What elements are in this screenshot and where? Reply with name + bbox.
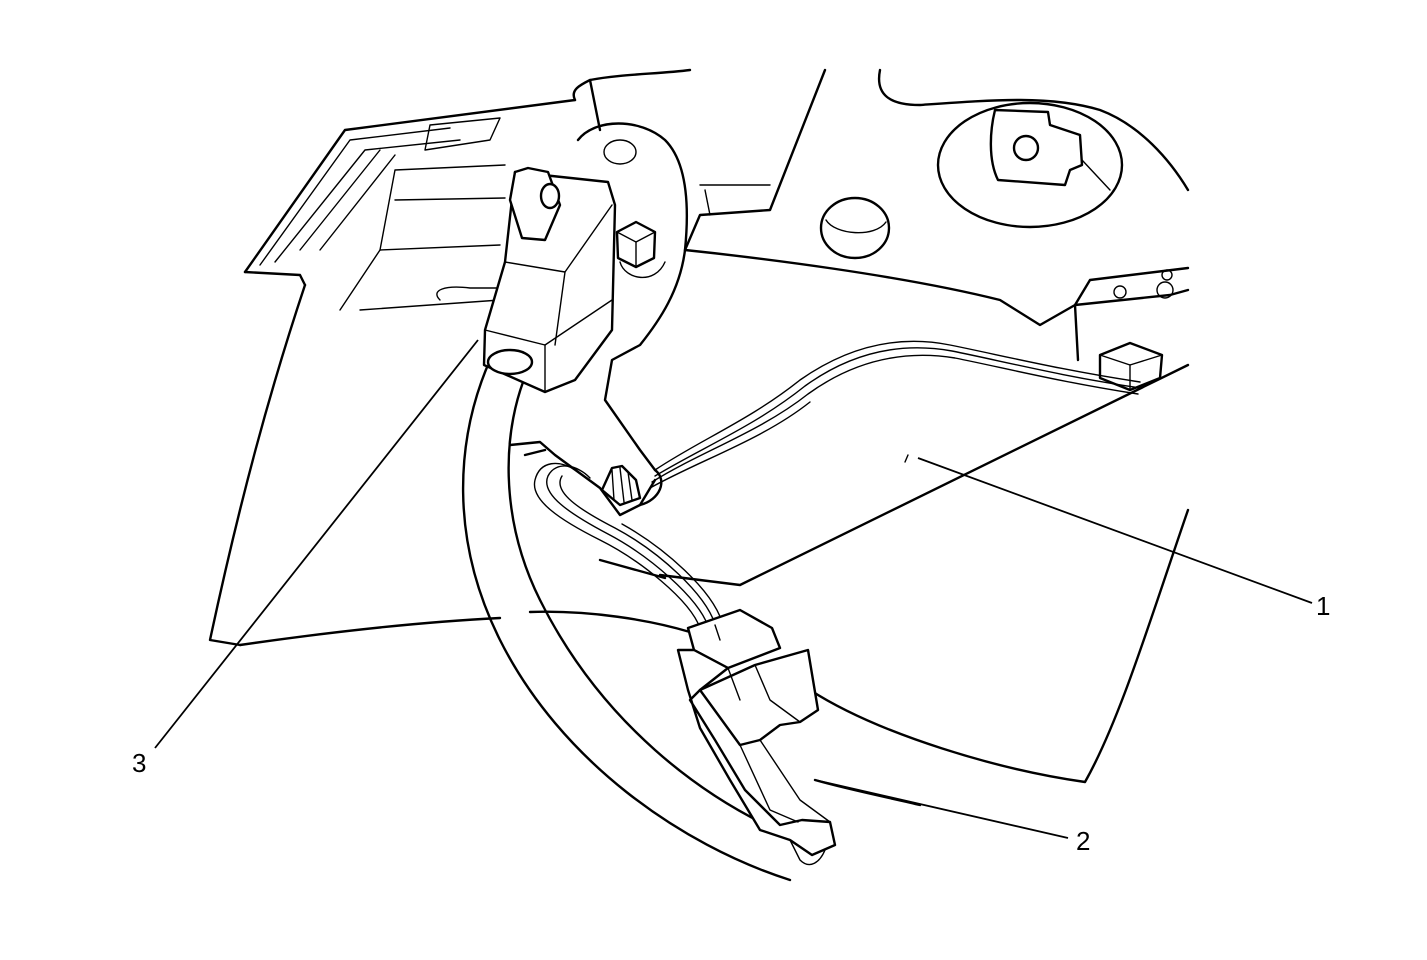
leader-line-1 xyxy=(917,457,1313,604)
callout-label-1: 1 xyxy=(1316,591,1330,621)
wire-harness xyxy=(508,340,1141,629)
callout-label-2: 2 xyxy=(1076,826,1090,856)
module-connector-3 xyxy=(461,166,802,882)
leader-lines xyxy=(154,339,1313,839)
inline-connector-2 xyxy=(676,608,837,866)
left-housing xyxy=(208,98,577,647)
callout-label-3: 3 xyxy=(132,748,146,778)
mounting-bracket xyxy=(576,122,688,472)
leader-line-2 xyxy=(814,779,1069,839)
lower-panel-1 xyxy=(528,363,1190,807)
leader-line-3 xyxy=(154,339,479,749)
upper-frame xyxy=(572,68,1190,392)
